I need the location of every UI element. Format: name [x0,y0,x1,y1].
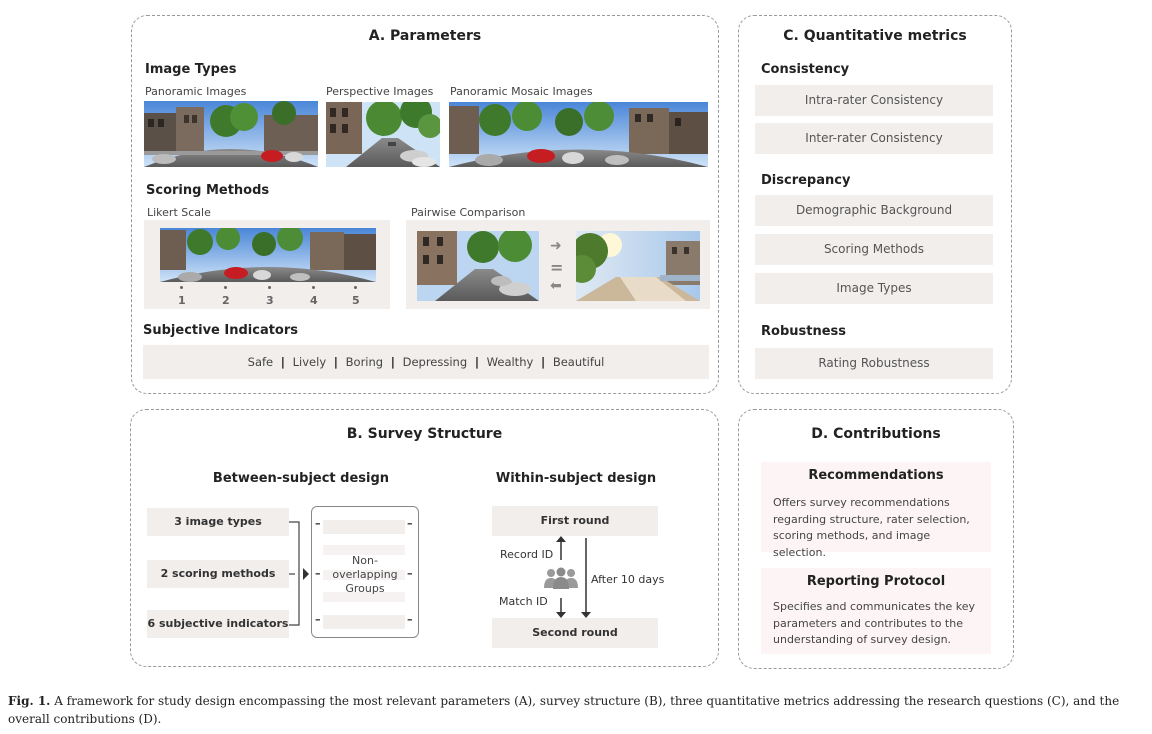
panel-a-title: A. Parameters [368,28,482,44]
reporting-protocol-box: Reporting Protocol Specifies and communi… [761,568,991,654]
likert-dot [312,286,315,289]
indicator-separator: | [390,355,395,369]
demographic-background-box: Demographic Background [755,195,993,226]
image-types-box: Image Types [755,273,993,304]
second-round-box: Second round [492,618,658,648]
recommendations-box: Recommendations Offers survey recommenda… [761,462,991,559]
six-subjective-indicators-box: 6 subjective indicators [147,610,289,638]
likert-scale-label: Likert Scale [147,206,211,219]
round-arrows [556,536,591,618]
indicator-safe: Safe [247,355,274,369]
recommendations-line-1: Offers survey recommendations [773,496,950,509]
subjective-indicators-list: Safe | Lively | Boring | Depressing | We… [143,345,709,379]
indicator-separator: | [540,355,546,369]
robustness-heading: Robustness [761,324,847,339]
indicator-beautiful: Beautiful [552,355,605,369]
indicator-boring: Boring [345,355,384,369]
consistency-heading: Consistency [761,62,850,77]
rating-robustness-box: Rating Robustness [755,348,993,379]
group-row [323,520,405,534]
group-row [323,592,405,602]
likert-point-5: 5 [352,294,360,307]
likert-dot [224,286,227,289]
panel-c-title: C. Quantitative metrics [783,28,967,44]
figure-caption-text: A framework for study design encompassin… [8,694,1120,726]
figure-caption-label: Fig. 1. [8,694,51,708]
panoramic-images-label: Panoramic Images [145,85,247,98]
record-id-label: Record ID [500,548,554,561]
indicator-separator: | [280,355,285,369]
dash-right: – [407,567,413,580]
dash-right: – [407,613,413,626]
first-round-box: First round [492,506,658,536]
panoramic-mosaic-image [449,102,708,167]
pairwise-left-image [417,231,539,301]
reporting-protocol-line-1: Specifies and communicates the key [773,600,976,613]
within-subject-heading: Within-subject design [495,471,657,486]
likert-scale-image [160,228,376,282]
recommendations-heading: Recommendations [808,468,944,483]
indicator-wealthy: Wealthy [486,355,534,369]
discrepancy-heading: Discrepancy [761,173,851,188]
likert-point-2: 2 [222,294,230,307]
likert-point-3: 3 [266,294,274,307]
panoramic-mosaic-images-label: Panoramic Mosaic Images [450,85,593,98]
image-types-heading: Image Types [145,62,237,77]
right-arrow-icon: ➜ [550,238,562,254]
indicator-depressing: Depressing [402,355,468,369]
panel-contributions: D. Contributions Recommendations Offers … [738,409,1014,669]
group-row [323,570,405,580]
two-scoring-methods-box: 2 scoring methods [147,560,289,588]
perspective-image [326,102,440,167]
groups-label-line-3: Groups [345,582,385,595]
dash-right: – [407,517,413,530]
likert-dot [180,286,183,289]
panel-b-title: B. Survey Structure [346,426,503,442]
likert-point-1: 1 [178,294,186,307]
dash-left: – [315,517,321,530]
dash-left: – [315,613,321,626]
scoring-methods-heading: Scoring Methods [146,183,270,198]
inter-rater-consistency-box: Inter-rater Consistency [755,123,993,154]
match-id-label: Match ID [499,595,548,608]
scoring-methods-box: Scoring Methods [755,234,993,265]
panel-d-title: D. Contributions [811,426,941,442]
likert-point-4: 4 [310,294,318,307]
indicator-lively: Lively [292,355,327,369]
after-ten-days-label: After 10 days [591,573,665,586]
panel-survey-structure: B. Survey Structure Between-subject desi… [130,409,719,667]
pairwise-right-image [576,231,700,301]
equals-icon: = [550,258,564,277]
users-icon [544,567,578,589]
groups-label-line-1: Non- [352,554,378,567]
panel-parameters: A. Parameters Image Types Panoramic Imag… [131,15,719,394]
indicator-separator: | [474,355,480,369]
reporting-protocol-heading: Reporting Protocol [806,574,946,589]
pairwise-comparison-label: Pairwise Comparison [411,206,526,219]
left-arrow-icon: ⬅ [550,278,562,294]
panoramic-image [144,101,318,167]
reporting-protocol-line-2: parameters and contributes to the [773,616,963,630]
likert-dot [268,286,271,289]
groups-label-line-2: overlapping [332,568,398,581]
indicator-separator: | [333,355,338,369]
perspective-images-label: Perspective Images [326,85,434,98]
intra-rater-consistency-box: Intra-rater Consistency [755,85,993,116]
dash-left: – [315,567,321,580]
between-subject-heading: Between-subject design [212,471,390,486]
subjective-indicators-heading: Subjective Indicators [143,323,299,338]
likert-dot [354,286,357,289]
three-image-types-box: 3 image types [147,508,289,536]
figure-caption: Fig. 1. A framework for study design enc… [8,692,1144,728]
subjective-indicators-box [143,345,709,379]
panel-quantitative-metrics: C. Quantitative metrics Consistency Intr… [738,15,1012,394]
reporting-protocol-line-3: understanding of survey design. [773,633,952,646]
bracket-connector [289,521,309,626]
group-row [323,545,405,555]
recommendations-line-3: scoring methods, and image selection. [773,529,931,559]
recommendations-line-2: regarding structure, rater selection, [773,512,970,526]
group-row [323,615,405,629]
